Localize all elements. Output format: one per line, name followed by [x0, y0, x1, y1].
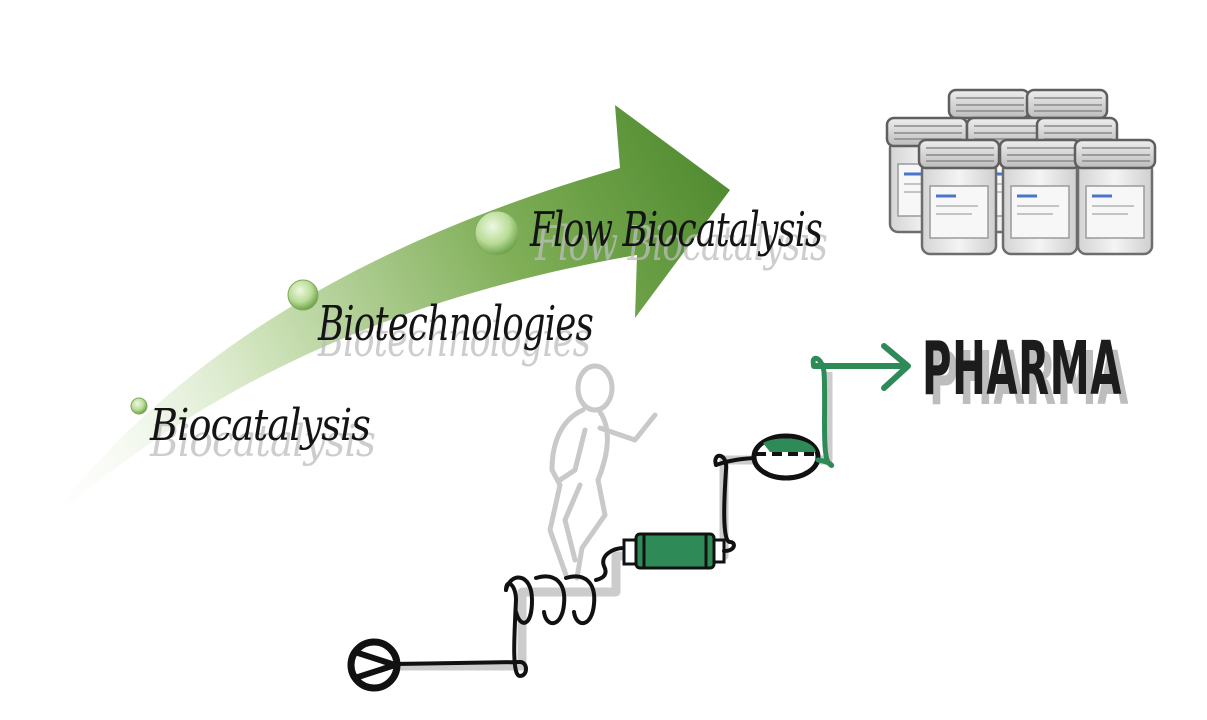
- stage-label-shadow-flow-biocatalysis: Flow Biocatalysis: [534, 216, 827, 272]
- stage-bullet-biocatalysis: [130, 397, 148, 415]
- flow-line: [395, 581, 528, 679]
- separator-icon: [751, 433, 821, 481]
- output-arrow: [811, 343, 911, 391]
- running-person-icon: [547, 363, 658, 581]
- stage-label-shadow-biocatalysis: Biocatalysis: [149, 416, 375, 467]
- stage-bullet-flow-biocatalysis: [474, 210, 520, 256]
- destination-label: PHARMA: [922, 326, 1122, 412]
- stage-bullet-biotechnologies: [287, 279, 319, 311]
- destination-label-shadow: PHARMA: [929, 336, 1129, 422]
- flow-line-riser: [713, 453, 736, 553]
- medicine-bottles-icon: [885, 88, 1157, 256]
- growth-arrow: [45, 105, 730, 525]
- stage-label-biocatalysis: Biocatalysis: [149, 400, 370, 451]
- output-line: [810, 355, 835, 468]
- pump-icon: [347, 638, 401, 692]
- stage-label-biotechnologies: Biotechnologies: [317, 296, 593, 352]
- packed-column-icon: [622, 532, 726, 570]
- stage-label-shadow-biotechnologies: Biotechnologies: [317, 312, 590, 368]
- stage-label-flow-biocatalysis: Flow Biocatalysis: [529, 202, 822, 258]
- coil-reactor-icon: [504, 546, 626, 625]
